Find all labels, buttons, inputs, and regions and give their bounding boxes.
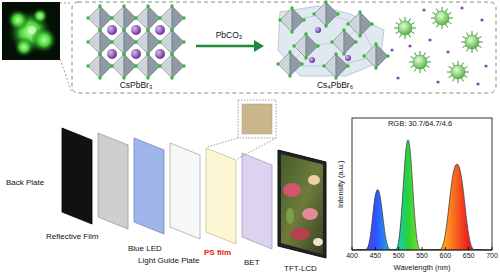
nanocrystals (390, 6, 487, 85)
film-zoom (207, 100, 276, 159)
axis-tick: 450 (369, 252, 381, 260)
reflective-film (98, 133, 128, 229)
compound-name: CsPbBr₃ (120, 81, 153, 91)
backlight-stack (62, 128, 326, 260)
axis-tick: 650 (463, 252, 475, 260)
blue-led (134, 138, 164, 234)
ps-film (206, 148, 236, 244)
zoom-line (60, 59, 72, 93)
micrograph (2, 2, 60, 60)
axis-tick: 600 (439, 252, 451, 260)
bet-film (242, 153, 272, 249)
compound-name: Cs₄PbBr₆ (317, 81, 353, 91)
chart-annotation: RGB: 30.7/64.7/4.6 (388, 120, 452, 129)
perovskite-structure (86, 4, 185, 79)
lcd-picture (278, 150, 326, 260)
axis-tick: 400 (346, 252, 358, 260)
axis-tick: 550 (416, 252, 428, 260)
dashed-frame (72, 2, 496, 93)
layer-name: TFT-LCD (284, 264, 317, 273)
axis-tick: 700 (486, 252, 498, 260)
axis-title: Intensity (a.u.) (338, 160, 347, 208)
axis-tick: 500 (393, 252, 405, 260)
layer-name: Back Plate (6, 178, 44, 187)
reaction-arrow (196, 40, 264, 52)
spectrum-chart (352, 118, 492, 250)
layer-name: Light Guide Plate (138, 256, 199, 265)
axis-title: Wavelength (nm) (394, 264, 451, 273)
zero-d-structure (276, 0, 389, 79)
layer-name: Reflective Film (46, 232, 98, 241)
reagent-name: PbCO₃ (216, 31, 243, 41)
layer-name: BET (244, 258, 260, 267)
layer-name: Blue LED (128, 244, 162, 253)
layer-name: PS film (204, 248, 231, 257)
back-plate (62, 128, 92, 224)
zoom-line (60, 3, 72, 4)
light-guide-plate (170, 143, 200, 239)
